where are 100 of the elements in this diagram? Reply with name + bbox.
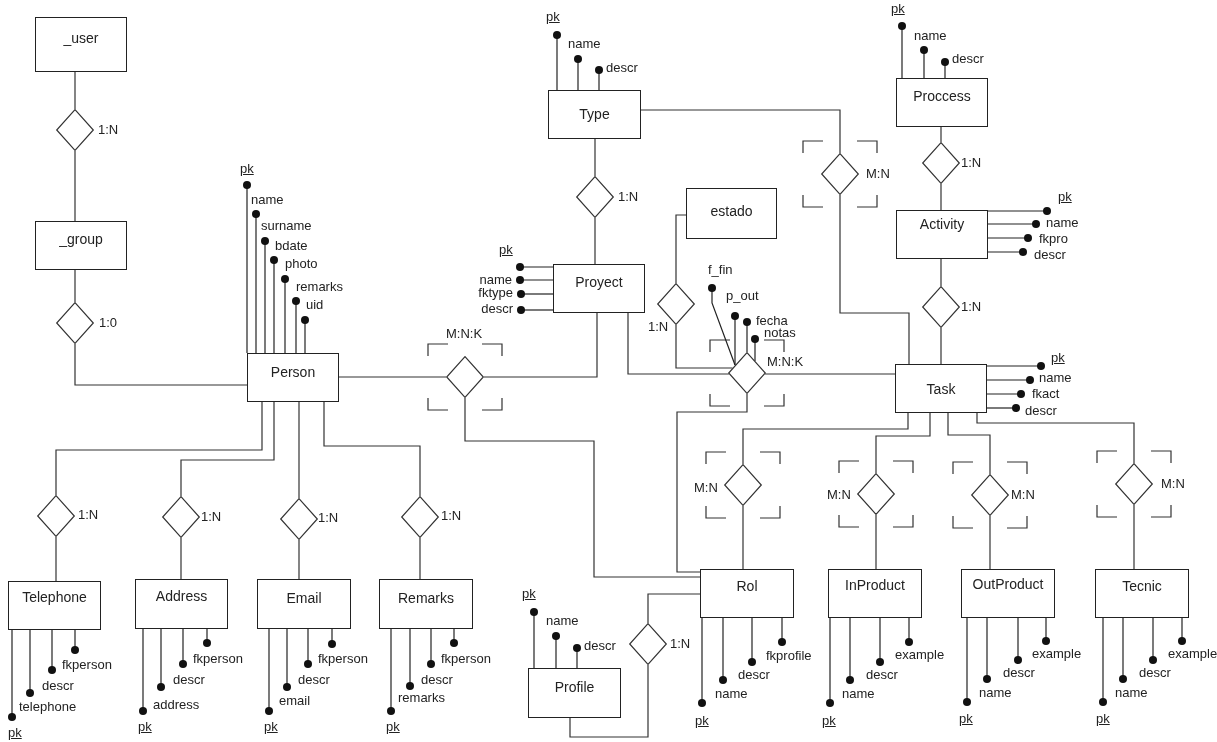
attribute-label: name bbox=[979, 686, 1012, 700]
cardinality-label: 1:0 bbox=[99, 316, 118, 330]
attribute-label: descr bbox=[952, 52, 984, 66]
entity-box bbox=[686, 188, 777, 239]
relationship-diamond bbox=[56, 109, 94, 151]
entity-name: Telephone bbox=[22, 589, 87, 605]
attribute-label: fkperson bbox=[193, 652, 243, 666]
entity-box bbox=[379, 579, 473, 629]
attribute-label: name bbox=[546, 614, 579, 628]
connector-line bbox=[180, 401, 275, 497]
entity-box bbox=[896, 210, 988, 259]
entity-name: Profile bbox=[554, 679, 595, 695]
attribute-label: f_fin bbox=[708, 263, 733, 277]
connector-line bbox=[298, 401, 300, 499]
cardinality-label: M:N bbox=[827, 488, 851, 502]
attribute-label: descr bbox=[173, 673, 205, 687]
attribute-label: descr bbox=[42, 679, 74, 693]
connector-line bbox=[676, 393, 748, 573]
entity-name: _group bbox=[59, 231, 103, 247]
attribute-label: fkperson bbox=[441, 652, 491, 666]
attribute-label: descr bbox=[606, 61, 638, 75]
attribute-label: telephone bbox=[19, 700, 77, 714]
entity-name: Tecnic bbox=[1122, 578, 1162, 594]
cardinality-label: 1:N bbox=[961, 300, 982, 314]
connector-line bbox=[74, 150, 76, 222]
entity-box bbox=[247, 353, 339, 402]
attribute-label: surname bbox=[261, 219, 312, 233]
connector-line bbox=[940, 258, 942, 287]
connector-line bbox=[55, 536, 57, 582]
attribute-label: pk bbox=[1058, 190, 1072, 204]
entity-name: Email bbox=[286, 590, 322, 606]
attribute-label: descr bbox=[1139, 666, 1171, 680]
connector-line bbox=[298, 539, 300, 580]
entity-box bbox=[1095, 569, 1189, 618]
connector-line bbox=[74, 343, 248, 386]
attribute-label: fkperson bbox=[318, 652, 368, 666]
cardinality-label: 1:N bbox=[618, 190, 639, 204]
attribute-label: photo bbox=[285, 257, 318, 271]
attribute-label: pk bbox=[546, 10, 560, 24]
connector-line bbox=[464, 397, 701, 578]
attribute-label: pk bbox=[522, 587, 536, 601]
connector-line bbox=[323, 401, 421, 497]
cardinality-label: 1:N bbox=[78, 508, 99, 522]
entity-box bbox=[528, 668, 621, 718]
attribute-label: bdate bbox=[275, 239, 308, 253]
connector-line bbox=[675, 324, 734, 369]
cardinality-label: M:N:K bbox=[767, 355, 804, 369]
attribute-label: descr bbox=[1003, 666, 1035, 680]
entity-box bbox=[548, 90, 641, 139]
connector-line bbox=[419, 537, 421, 580]
attribute-label: fecha bbox=[756, 314, 788, 328]
attribute-label: example bbox=[1168, 647, 1217, 661]
connector-line bbox=[875, 514, 877, 570]
entity-name: Person bbox=[270, 364, 316, 380]
entity-name: Task bbox=[926, 381, 956, 397]
entity-box bbox=[828, 569, 922, 618]
relationship-diamond bbox=[280, 498, 318, 540]
connector-line bbox=[940, 126, 942, 143]
relationship-diamond bbox=[728, 352, 766, 394]
connector-line bbox=[940, 183, 942, 211]
entity-box bbox=[700, 569, 794, 618]
attribute-label: pk bbox=[1051, 351, 1065, 365]
cardinality-label: 1:N bbox=[648, 320, 669, 334]
entity-box bbox=[135, 579, 228, 629]
connector-line bbox=[483, 312, 598, 378]
entity-box bbox=[8, 581, 101, 630]
connector-line bbox=[764, 373, 896, 375]
attribute-label: descr bbox=[481, 302, 513, 316]
entity-name: Activity bbox=[919, 216, 965, 232]
attribute-label: pk bbox=[1096, 712, 1110, 726]
attribute-label: example bbox=[895, 648, 945, 662]
entity-box bbox=[895, 364, 987, 413]
attribute-label: pk bbox=[138, 720, 152, 734]
entity-name: Proccess bbox=[913, 88, 971, 104]
attribute-label: fktype bbox=[478, 286, 513, 300]
relationship-diamond bbox=[922, 286, 960, 328]
relationship-diamond bbox=[446, 356, 484, 398]
attribute-label: pk bbox=[822, 714, 836, 728]
connector-line bbox=[947, 412, 991, 475]
connector-line bbox=[940, 327, 942, 365]
connector-line bbox=[647, 593, 701, 624]
attribute-label: email bbox=[279, 694, 311, 708]
connector-line bbox=[594, 217, 596, 265]
relationship-diamond bbox=[37, 495, 75, 537]
cardinality-label: 1:N bbox=[98, 123, 119, 137]
entity-name: Type bbox=[579, 106, 610, 122]
attribute-label: pk bbox=[959, 712, 973, 726]
attribute-label: notas bbox=[764, 326, 796, 340]
entity-box bbox=[257, 579, 351, 629]
relationship-diamond bbox=[971, 474, 1009, 516]
entity-name: OutProduct bbox=[972, 576, 1044, 592]
attribute-label: name bbox=[251, 193, 284, 207]
cardinality-label: M:N:K bbox=[446, 327, 483, 341]
cardinality-label: 1:N bbox=[201, 510, 222, 524]
entity-name: Address bbox=[155, 588, 208, 604]
entity-name: InProduct bbox=[845, 577, 905, 593]
cardinality-label: M:N bbox=[694, 481, 718, 495]
attribute-label: p_out bbox=[726, 289, 759, 303]
connector-line bbox=[180, 537, 182, 580]
attribute-label: fkperson bbox=[62, 658, 112, 672]
